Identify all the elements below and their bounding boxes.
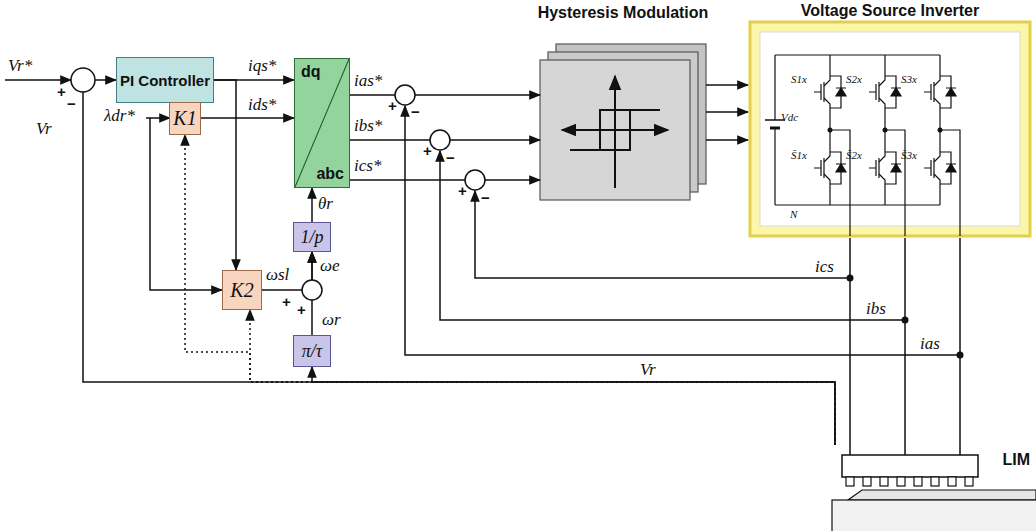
signal-label: Vr [36,120,52,137]
connector [311,188,313,222]
sign: + [57,84,66,99]
signal-label: Vr [640,361,656,378]
summing-junction [395,85,415,105]
node-title: PI Controller [120,72,210,89]
sign: + [458,183,467,198]
gain-box: K1 [169,102,201,135]
switch-label: S̄3x [901,150,917,161]
node-text: abc [316,165,344,183]
modulator-block: Hysteresis Modulation [540,4,706,200]
sign: + [423,143,432,158]
signal-label: ics* [354,157,381,174]
signal-label: ωr [322,311,341,328]
switch-label: S2x [846,74,862,85]
switch-label: S̄1x [791,150,807,161]
transform-box: dq abc [294,58,350,188]
source-label: Vdc [781,112,798,123]
connector [959,238,961,445]
connector [83,80,835,445]
input-line [5,79,71,81]
node-title: π/τ [302,341,322,362]
summing-junction [465,170,485,190]
signal-label: ias [920,335,940,352]
connector [214,80,236,270]
sign: + [282,294,291,309]
signal-label: ibs [866,300,886,317]
sign: − [67,96,76,111]
signal-label: ωsl [266,266,289,283]
summing-junction [302,280,322,300]
summing-junction [71,68,95,92]
connector [350,94,540,96]
junction-dot [847,275,854,282]
junction-dot [957,352,964,359]
node-title: Hysteresis Modulation [538,4,709,22]
motor-block: LIM [820,445,1036,531]
switch-label: S3x [901,74,917,85]
gain-box: π/τ [293,335,331,367]
sign: − [481,190,490,205]
dotted-connector [250,310,835,445]
node-title: K1 [173,107,196,130]
signal-label: iqs* [248,57,276,74]
controller-box: PI Controller [116,57,214,103]
gain-box: K2 [222,270,262,310]
sign: + [297,302,306,317]
node-title: LIM [1002,451,1030,469]
node-title: Voltage Source Inverter [801,2,979,20]
junction-dot [902,317,909,324]
signal-label: θr [318,195,333,212]
sign: − [446,150,455,165]
connector [706,84,748,86]
connector [849,238,851,445]
signal-label: ias* [354,72,382,89]
sign: − [411,104,420,119]
signal-label: ibs* [354,117,382,134]
signal-label: λdr* [104,107,135,124]
signal-label: ids* [248,96,276,113]
node-title: K2 [230,279,253,302]
summing-junction [430,130,450,150]
switch-label: S̄2x [846,150,862,161]
dotted-connector [185,135,835,445]
connector [904,238,906,445]
connector [350,179,540,181]
node-title: dq [301,63,321,81]
connector [706,111,748,113]
connector [201,117,294,119]
node-title: 1/p [300,227,323,248]
signal-label: ics [815,258,834,275]
switch-label: S1x [791,74,807,85]
hysteresis-stack [540,44,706,200]
node-label: N [790,209,797,220]
inverter-box [750,22,1030,236]
integrator-box: 1/p [293,222,331,252]
signal-label: Vr* [8,57,32,74]
signal-label: ωe [320,257,340,274]
lim-drawing [832,445,1036,531]
sign: + [388,98,397,113]
connector [706,139,748,141]
flux-branch [150,118,222,290]
connector [312,367,835,445]
